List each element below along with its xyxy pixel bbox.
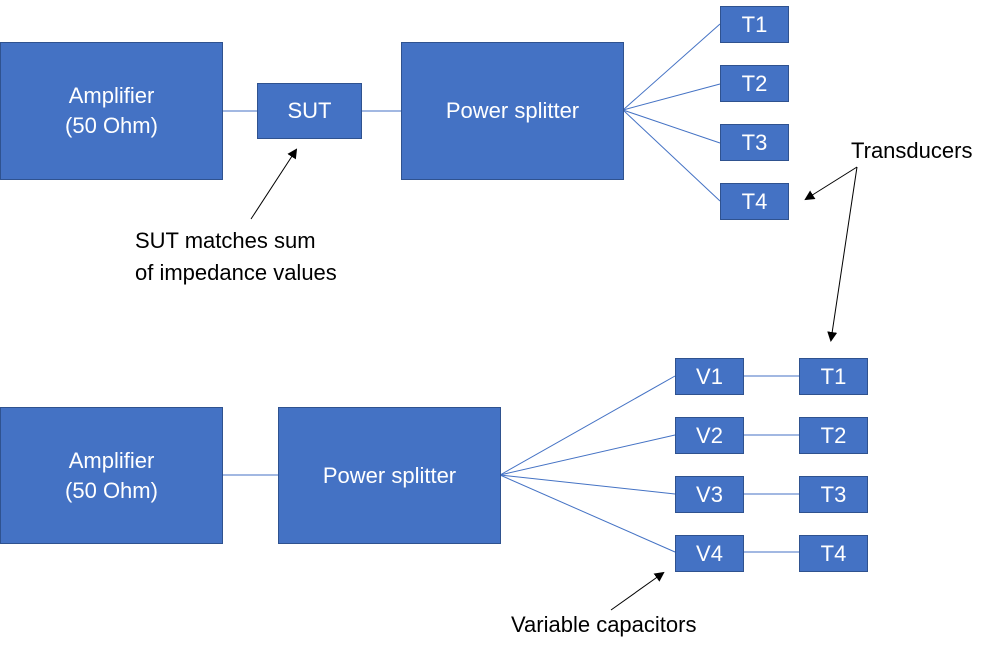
capacitors-annotation: Variable capacitors bbox=[511, 612, 697, 637]
top-amplifier-block: Amplifier (50 Ohm) bbox=[0, 42, 223, 180]
wire-splitter-t3 bbox=[622, 109, 721, 144]
bottom-transducer-t1: T1 bbox=[799, 358, 868, 395]
bottom-transducer-t3-label: T3 bbox=[820, 481, 847, 507]
bottom-power-splitter-block: Power splitter bbox=[278, 407, 501, 544]
arrow-to-top-t4 bbox=[804, 166, 858, 201]
arrow-to-bottom-t1 bbox=[827, 166, 858, 342]
sut-annotation-line2: of impedance values bbox=[135, 259, 337, 285]
top-power-splitter-block: Power splitter bbox=[401, 42, 624, 180]
top-transducer-t2: T2 bbox=[720, 65, 789, 102]
wire-splitter-t2 bbox=[622, 83, 721, 111]
wire-splitter-v3 bbox=[499, 474, 676, 495]
top-transducer-t1-label: T1 bbox=[741, 11, 768, 37]
sut-label: SUT bbox=[287, 98, 332, 124]
capacitor-v4: V4 bbox=[675, 535, 744, 572]
arrow-to-v4 bbox=[610, 571, 665, 611]
bottom-transducer-t2-label: T2 bbox=[820, 422, 847, 448]
capacitor-v4-label: V4 bbox=[696, 540, 723, 566]
sut-block: SUT bbox=[257, 83, 362, 139]
wire-splitter-v4 bbox=[499, 474, 676, 553]
capacitor-v2-label: V2 bbox=[696, 422, 723, 448]
bottom-amplifier-label: Amplifier bbox=[68, 447, 155, 473]
bottom-transducer-t4-label: T4 bbox=[820, 540, 847, 566]
capacitor-v3: V3 bbox=[675, 476, 744, 513]
sut-annotation-line1: SUT matches sum bbox=[135, 228, 316, 253]
top-transducer-t3: T3 bbox=[720, 124, 789, 161]
capacitor-v1-label: V1 bbox=[696, 363, 723, 389]
wire-splitter-v1 bbox=[499, 375, 676, 476]
transducers-annotation: Transducers bbox=[851, 138, 973, 163]
capacitor-v3-label: V3 bbox=[696, 481, 723, 507]
top-power-splitter-label: Power splitter bbox=[445, 98, 580, 124]
bottom-power-splitter-label: Power splitter bbox=[322, 462, 457, 488]
bottom-transducer-t3: T3 bbox=[799, 476, 868, 513]
bottom-transducer-t2: T2 bbox=[799, 417, 868, 454]
bottom-transducer-t4: T4 bbox=[799, 535, 868, 572]
arrow-to-sut bbox=[250, 148, 298, 220]
top-amplifier-impedance: (50 Ohm) bbox=[65, 113, 158, 138]
wire-splitter-t4 bbox=[622, 109, 721, 202]
capacitor-v1: V1 bbox=[675, 358, 744, 395]
bottom-transducer-t1-label: T1 bbox=[820, 363, 847, 389]
top-transducer-t4-label: T4 bbox=[741, 188, 768, 214]
capacitor-v2: V2 bbox=[675, 417, 744, 454]
top-transducer-t3-label: T3 bbox=[741, 129, 768, 155]
top-transducer-t2-label: T2 bbox=[741, 70, 768, 96]
bottom-amplifier-impedance: (50 Ohm) bbox=[65, 477, 158, 503]
wire-splitter-v2 bbox=[499, 434, 676, 476]
top-amplifier-label: Amplifier bbox=[68, 83, 155, 109]
sut-annotation: SUT matches sum of impedance values bbox=[135, 225, 337, 289]
bottom-amplifier-block: Amplifier (50 Ohm) bbox=[0, 407, 223, 544]
wire-splitter-t1 bbox=[622, 23, 721, 111]
top-transducer-t4: T4 bbox=[720, 183, 789, 220]
top-transducer-t1: T1 bbox=[720, 6, 789, 43]
